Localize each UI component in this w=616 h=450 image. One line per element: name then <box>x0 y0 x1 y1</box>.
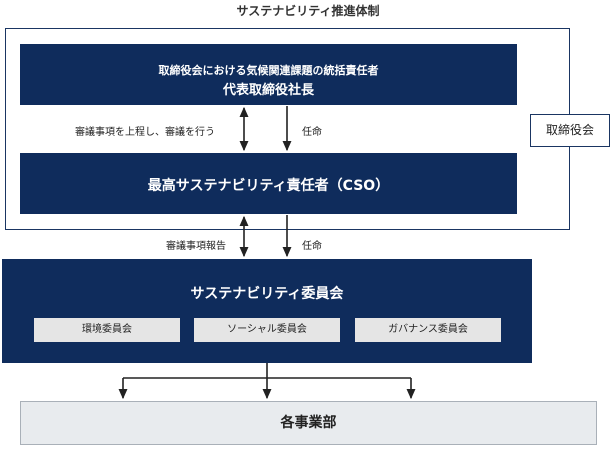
subcommittee-governance: ガバナンス委員会 <box>355 318 501 342</box>
cso-box: 最高サステナビリティ責任者（CSO） <box>20 153 517 214</box>
board-box: 取締役会 <box>530 114 610 147</box>
representative-title: 代表取締役社長 <box>222 83 314 98</box>
label-lower-left: 審議事項報告 <box>166 241 226 252</box>
label-upper-left: 審議事項を上程し、審議を行う <box>75 127 215 138</box>
subcommittee-environment: 環境委員会 <box>34 318 180 342</box>
representative-subtitle: 取締役会における気候関連課題の統括責任者 <box>158 64 379 77</box>
business-units-box: 各事業部 <box>20 401 597 445</box>
label-lower-right: 任命 <box>302 241 322 252</box>
representative-box: 取締役会における気候関連課題の統括責任者 代表取締役社長 <box>20 44 517 105</box>
subcommittee-social: ソーシャル委員会 <box>194 318 340 342</box>
committee-box: サステナビリティ委員会 <box>2 259 532 363</box>
committee-title: サステナビリティ委員会 <box>190 286 344 302</box>
diagram-title: サステナビリティ推進体制 <box>236 4 380 18</box>
cso-title: 最高サステナビリティ責任者（CSO） <box>147 178 390 194</box>
label-upper-right: 任命 <box>302 127 322 138</box>
